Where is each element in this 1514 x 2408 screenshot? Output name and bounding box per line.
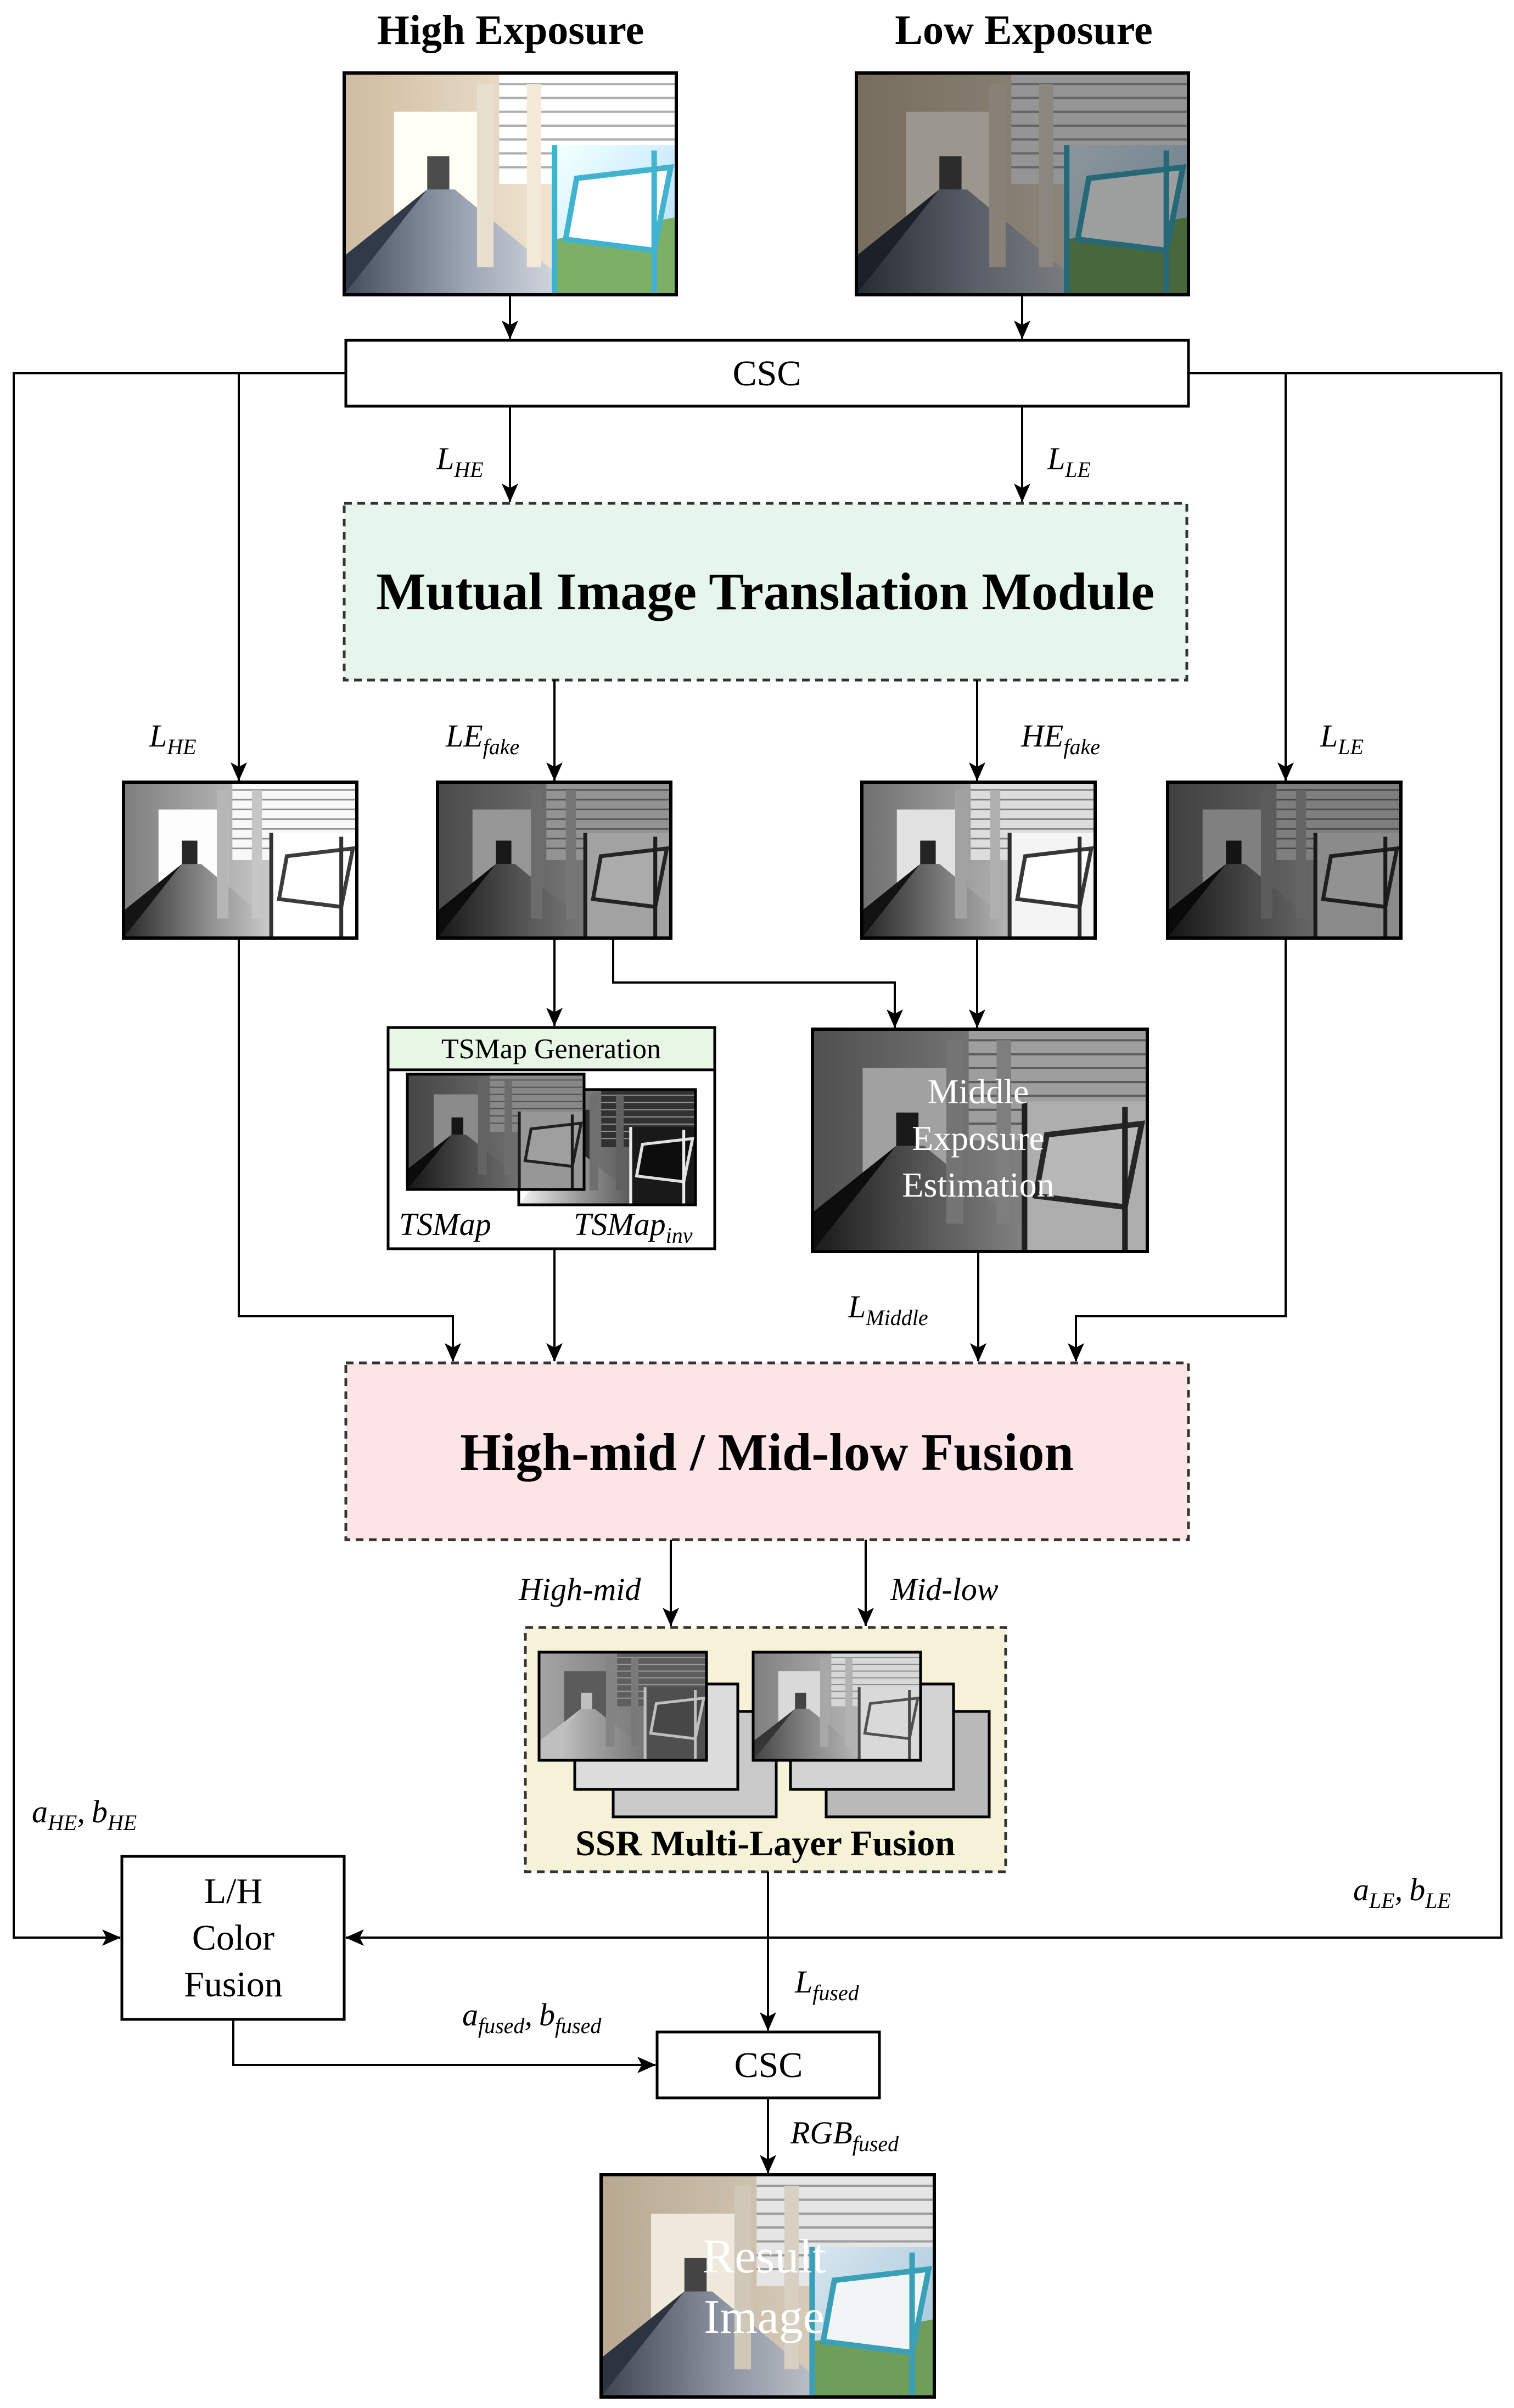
ssr-fusion-module: SSR Multi-Layer Fusion	[524, 1626, 1007, 1873]
label-high-mid: High-mid	[518, 1571, 641, 1607]
label-lhe-top: LHE	[436, 441, 484, 482]
label-l-fused: Lfused	[794, 1964, 860, 2005]
label-ahe-bhe: aHE,bHE	[32, 1794, 137, 1835]
label-ale-ble: aLE,bLE	[1353, 1872, 1451, 1913]
csc-top-box: CSC	[344, 339, 1190, 408]
color-fusion-line1: L/H	[204, 1871, 262, 1911]
csc-bottom-label: CSC	[734, 2045, 803, 2085]
label-l-middle: LMiddle	[848, 1289, 928, 1330]
middle-estimation-line2: Exposure	[912, 1119, 1045, 1158]
label-he-fake: HEfake	[1020, 718, 1100, 759]
label-rgb-fused: RGBfused	[790, 2115, 899, 2156]
label-lle-side: LLE	[1320, 718, 1364, 759]
fusion-module-label: High-mid / Mid-low Fusion	[460, 1423, 1074, 1481]
tsmap-image	[406, 1073, 586, 1191]
label-a-b-fused: afused,bfused	[462, 1997, 602, 2038]
lle-image	[1166, 781, 1403, 940]
mutual-translation-module: Mutual Image Translation Module	[343, 502, 1188, 682]
label-le-fake: LEfake	[445, 718, 519, 759]
ssr-high-mid-layer	[537, 1651, 708, 1762]
connectors	[13, 295, 1502, 2174]
low-exposure-title: Low Exposure	[895, 7, 1152, 53]
middle-estimation-line1: Middle	[928, 1072, 1029, 1111]
tsmap-label: TSMap	[399, 1206, 491, 1242]
label-lle-top: LLE	[1047, 441, 1091, 482]
mutual-module-label: Mutual Image Translation Module	[376, 562, 1154, 621]
color-fusion-box: L/H Color Fusion	[120, 1855, 346, 2021]
ssr-mid-low-layer	[752, 1651, 922, 1762]
csc-top-label: CSC	[733, 353, 801, 394]
label-mid-low: Mid-low	[890, 1571, 999, 1607]
le-fake-image	[436, 781, 672, 940]
ssr-module-label: SSR Multi-Layer Fusion	[575, 1823, 955, 1863]
middle-exposure-estimation: Middle Exposure Estimation	[811, 1028, 1149, 1253]
color-fusion-line2: Color	[192, 1918, 274, 1958]
middle-estimation-line3: Estimation	[902, 1165, 1054, 1204]
tsmap-generation-label: TSMap Generation	[441, 1034, 661, 1065]
lhe-image	[122, 781, 358, 940]
result-line2: Image	[704, 2291, 825, 2344]
high-exposure-title: High Exposure	[377, 7, 644, 53]
tsmap-generation-box: TSMap Generation TSMap TSMapinv	[386, 1026, 716, 1250]
tsmap-inv-label: TSMapinv	[574, 1206, 693, 1248]
csc-bottom-box: CSC	[655, 2030, 881, 2100]
label-lhe-side: LHE	[149, 718, 197, 759]
result-image: Result Image	[599, 2173, 936, 2399]
high-mid-low-fusion-module: High-mid / Mid-low Fusion	[344, 1361, 1190, 1541]
color-fusion-line3: Fusion	[184, 1964, 283, 2005]
low-exposure-image	[855, 71, 1190, 296]
he-fake-image	[860, 781, 1097, 940]
result-line1: Result	[703, 2230, 826, 2283]
high-exposure-image	[343, 71, 678, 296]
